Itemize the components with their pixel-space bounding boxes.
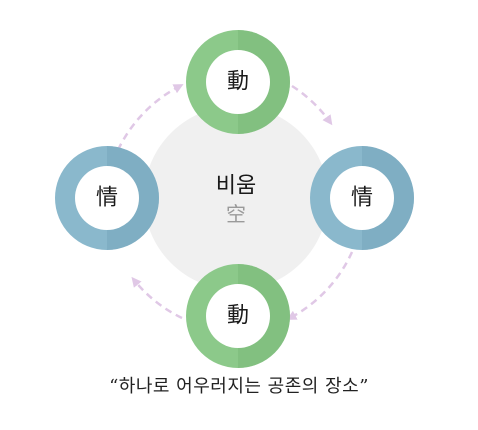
node-bottom-label: 動 <box>227 304 249 329</box>
node-top: 動 <box>186 30 290 134</box>
node-top-label: 動 <box>227 70 249 95</box>
node-left-label: 情 <box>96 186 118 211</box>
node-bottom: 動 <box>186 264 290 368</box>
arrow-bottom-to-left <box>131 276 183 320</box>
center-circle <box>144 106 328 290</box>
arrow-top-to-right <box>291 84 333 126</box>
center-title: 비움 <box>216 174 256 199</box>
node-right-label: 情 <box>351 186 373 211</box>
node-right: 情 <box>310 146 414 250</box>
center-subtitle: 空 <box>226 202 246 226</box>
node-left: 情 <box>55 146 159 250</box>
caption: “하나로 어우러지는 공존의 장소” <box>109 376 369 397</box>
